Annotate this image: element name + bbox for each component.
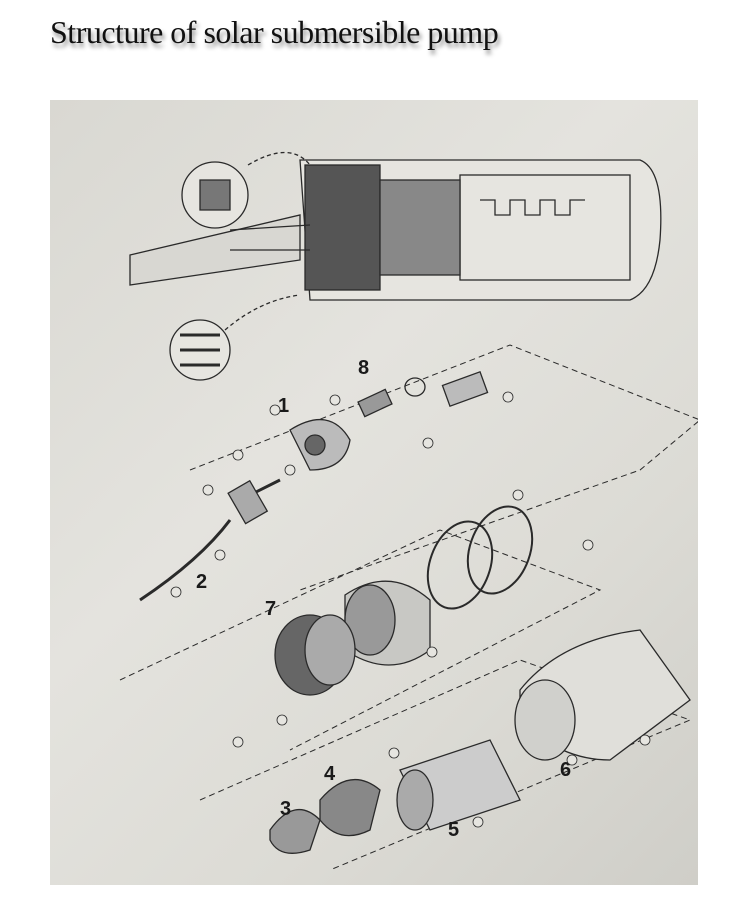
part-label-4: 4	[324, 763, 336, 785]
part-label-6: 6	[560, 759, 571, 781]
part-label-2: 2	[196, 571, 207, 593]
part-label-5: 5	[448, 819, 459, 841]
part-label-8: 8	[358, 357, 369, 379]
page-title: Structure of solar submersible pump	[50, 14, 499, 50]
part-label-1: 1	[278, 395, 289, 417]
assembled-cross-section	[129, 152, 662, 381]
part-label-3: 3	[280, 798, 291, 820]
exploded-view-diagram: 1 2 3 4 5 6 7 8	[119, 152, 698, 871]
part-label-7: 7	[265, 598, 276, 620]
pump-diagram-photo: 1 2 3 4 5 6 7 8	[50, 100, 698, 885]
